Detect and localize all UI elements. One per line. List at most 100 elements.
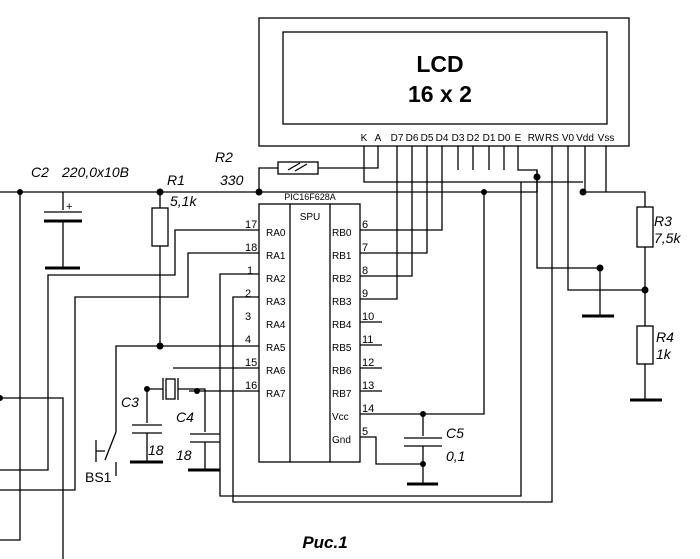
lcd-pin-d0: D0 xyxy=(498,133,511,144)
rw-gnd-wire xyxy=(536,170,600,269)
r4-resistor xyxy=(636,325,654,365)
c3-value: 18 xyxy=(148,442,164,458)
lcd-pin-d2: D2 xyxy=(467,133,480,144)
crystal xyxy=(165,378,176,400)
mcu-pin-number: 2 xyxy=(245,288,251,300)
node-dot xyxy=(420,411,426,417)
lcd-pin-rw: RW xyxy=(528,133,545,144)
r3-name: R3 xyxy=(654,213,672,229)
c4-wire xyxy=(178,388,206,432)
node-dot xyxy=(420,461,426,467)
node-dot xyxy=(596,264,604,272)
r4-value: 1k xyxy=(656,346,672,362)
mcu-pin-number: 13 xyxy=(362,380,374,392)
r3-resistor xyxy=(636,206,654,248)
mcu-pin-number: 7 xyxy=(362,242,368,254)
mcu-pin-number: 4 xyxy=(245,334,251,346)
r3-value: 7,5k xyxy=(654,230,681,246)
mcu-pin-name: RA0 xyxy=(266,228,286,239)
c2-value: 220,0x10B xyxy=(61,164,129,180)
node-dot xyxy=(533,173,541,181)
node-dot xyxy=(156,188,164,196)
r2-name: R2 xyxy=(215,149,233,165)
mcu-pin-number: 12 xyxy=(362,357,374,369)
unused-data-stubs xyxy=(457,146,505,170)
lcd-pin-vdd: Vdd xyxy=(576,133,594,144)
lcd-pin-a: A xyxy=(375,133,382,144)
left-bottom-wire xyxy=(0,397,64,559)
c2-name: C2 xyxy=(31,164,49,180)
node-dot xyxy=(579,188,587,196)
vdd-wire xyxy=(584,146,646,207)
mcu-pin-name: RB4 xyxy=(332,320,352,331)
lcd-pin-d1: D1 xyxy=(483,133,496,144)
mcu-pin-name: RB1 xyxy=(332,251,352,262)
mcu-pin-number: 10 xyxy=(362,311,374,323)
mcu-pin-name: RB5 xyxy=(332,343,352,354)
lcd-pin-rs: RS xyxy=(545,133,559,144)
mcu-pin-name: RA3 xyxy=(266,297,286,308)
mcu-pin-name: Gnd xyxy=(332,435,351,446)
lcd-title: LCD xyxy=(416,51,463,77)
gnd-wire xyxy=(360,436,423,465)
node-dot xyxy=(194,388,200,394)
mcu-pin-name: RA6 xyxy=(266,366,286,377)
mcu-pin-number: 15 xyxy=(245,357,257,369)
mcu-pin-name: RA1 xyxy=(266,251,286,262)
node-dot xyxy=(0,395,3,401)
lcd-pin-k: K xyxy=(361,133,368,144)
lcd-screen xyxy=(282,31,608,125)
v0-wire xyxy=(567,146,645,291)
lcd-pin-d4: D4 xyxy=(436,133,449,144)
lcd-size: 16 x 2 xyxy=(408,81,472,107)
ra0-wire xyxy=(0,229,259,471)
mcu-pin-name: RA5 xyxy=(266,343,286,354)
mcu-pin-number: 8 xyxy=(362,265,368,277)
mcu-pin-name: RB2 xyxy=(332,274,352,285)
rb3-d7-wire xyxy=(360,146,398,300)
rb4-rb7-stubs xyxy=(360,321,382,392)
rb2-d6-wire xyxy=(360,146,413,277)
c2-plus-sign: + xyxy=(66,201,72,213)
mcu-pin-number: 14 xyxy=(362,403,374,415)
lcd-pin-v0: V0 xyxy=(562,133,575,144)
mcu-body xyxy=(258,203,361,463)
mcu-pin-name: RA2 xyxy=(266,274,286,285)
lcd-pin-vss: Vss xyxy=(598,133,615,144)
r2-wire xyxy=(258,146,379,192)
r2-resistor xyxy=(277,161,319,175)
r2-value: 330 xyxy=(220,172,244,188)
node-dot xyxy=(481,189,487,195)
c4-value: 18 xyxy=(176,447,192,463)
lcd-pin-d3: D3 xyxy=(452,133,465,144)
bs1-top-wire xyxy=(115,345,160,432)
rb0-d4-wire xyxy=(360,146,443,231)
lcd-pin-d5: D5 xyxy=(421,133,434,144)
c3-wire xyxy=(146,388,163,423)
c5-value: 0,1 xyxy=(446,448,465,464)
bs1-actuator xyxy=(95,440,105,462)
lcd-k-wire xyxy=(363,146,583,183)
vcc-wire xyxy=(360,192,485,415)
mcu-pin-number: 16 xyxy=(245,380,257,392)
mcu-pin-name: Vcc xyxy=(332,412,349,423)
mcu-part-label: PIC16F628A xyxy=(284,192,336,202)
mcu-pin-name: RA7 xyxy=(266,389,286,400)
r4-name: R4 xyxy=(656,329,674,345)
left-vertical-wire xyxy=(0,192,21,541)
bs1-contact xyxy=(104,431,117,461)
node-dot xyxy=(641,286,649,294)
rs-wire xyxy=(232,146,553,503)
mcu-pin-number: 17 xyxy=(245,219,257,231)
node-dot xyxy=(255,188,263,196)
c5-name: C5 xyxy=(446,425,464,441)
r1-value: 5,1k xyxy=(170,193,197,209)
rb1-d5-wire xyxy=(360,146,428,254)
mcu-pin-name: RB3 xyxy=(332,297,352,308)
mcu-pin-number: 5 xyxy=(362,426,368,438)
mcu-pin-name: RA4 xyxy=(266,320,286,331)
figure-caption: Рис.1 xyxy=(302,533,347,552)
bs1-name: BS1 xyxy=(85,469,112,485)
